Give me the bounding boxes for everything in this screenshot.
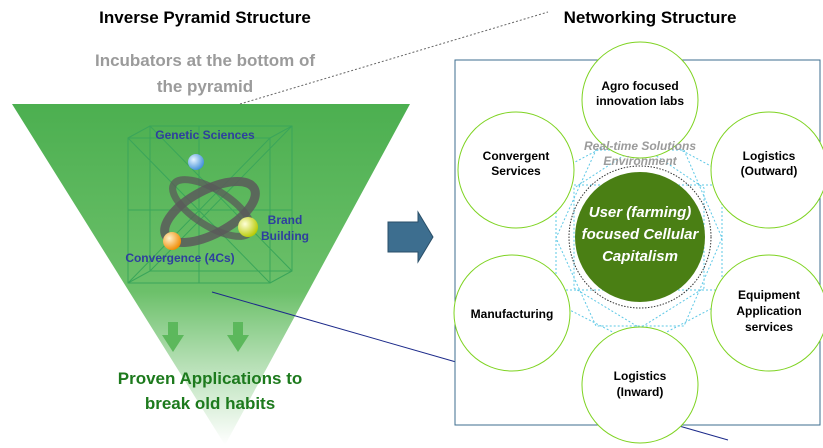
right-title: Networking Structure bbox=[563, 8, 737, 27]
node-convergent-label-line1: Convergent bbox=[482, 149, 550, 163]
environment-label-line1: Real-time Solutions bbox=[583, 139, 696, 153]
node-logout-label-line2: (Outward) bbox=[740, 164, 798, 178]
node-agro-labs bbox=[581, 41, 699, 159]
brand-building-sphere bbox=[238, 217, 258, 237]
inverse-pyramid bbox=[12, 104, 410, 445]
node-login-label-line1: Logistics bbox=[613, 369, 667, 383]
node-login-label-line2: (Inward) bbox=[616, 385, 664, 399]
node-logout-label-line1: Logistics bbox=[742, 149, 796, 163]
node-convergent-services bbox=[457, 111, 575, 229]
label-brand-building-line2: Building bbox=[261, 229, 309, 243]
node-equipment-label-line1: Equipment bbox=[738, 288, 800, 302]
node-equipment-label-line3: services bbox=[744, 320, 794, 334]
core-label-line3: Capitalism bbox=[602, 248, 678, 265]
core-label-line1: User (farming) bbox=[588, 204, 692, 221]
convergence-sphere bbox=[163, 232, 181, 250]
node-agro-label-line2: innovation labs bbox=[595, 94, 684, 108]
genetic-sciences-sphere bbox=[188, 154, 204, 170]
left-subtitle-line1: Incubators at the bottom of bbox=[94, 51, 316, 70]
node-manufacturing bbox=[453, 254, 571, 372]
left-subtitle-line2: the pyramid bbox=[156, 77, 254, 96]
left-title: Inverse Pyramid Structure bbox=[99, 8, 311, 27]
environment-boundary bbox=[568, 165, 712, 309]
node-logistics-outward bbox=[710, 111, 823, 229]
label-brand-building-line1: Brand bbox=[267, 213, 303, 227]
node-logistics-inward bbox=[581, 326, 699, 444]
label-convergence: Convergence (4Cs) bbox=[125, 251, 235, 265]
core-circle bbox=[575, 172, 705, 302]
node-equipment-label-line2: Application bbox=[736, 304, 802, 318]
right-arrow-icon bbox=[387, 210, 434, 264]
cube-wireframe bbox=[127, 125, 293, 284]
callout-line-top bbox=[239, 11, 549, 105]
down-arrow-icon bbox=[162, 322, 184, 352]
node-convergent-label-line2: Services bbox=[491, 164, 541, 178]
bottom-text-line1: Proven Applications to bbox=[117, 369, 303, 388]
bottom-text-line2: break old habits bbox=[144, 394, 276, 413]
core-label-line2: focused Cellular bbox=[581, 226, 699, 243]
environment-label-line2: Environment bbox=[603, 154, 677, 168]
node-equipment-services bbox=[710, 254, 823, 372]
node-agro-label-line1: Agro focused bbox=[601, 79, 679, 93]
label-genetic-sciences: Genetic Sciences bbox=[155, 128, 255, 142]
node-manufacturing-label: Manufacturing bbox=[470, 307, 554, 321]
down-arrow-icon bbox=[227, 322, 249, 352]
